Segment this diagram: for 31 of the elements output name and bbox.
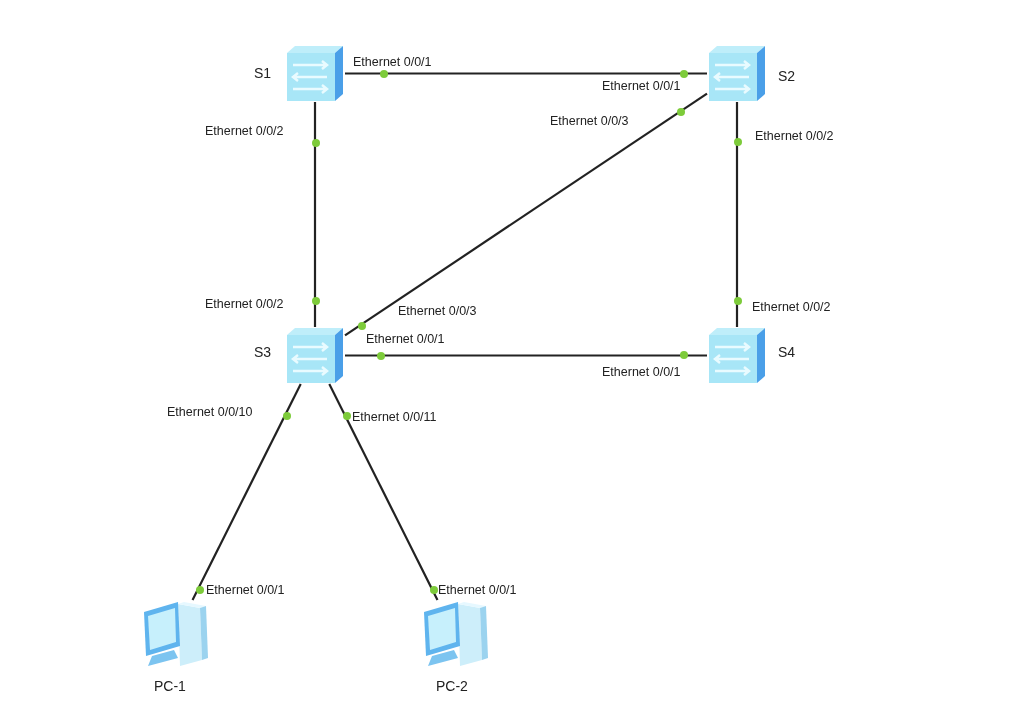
port-label: Ethernet 0/0/2 [205,124,284,138]
device-name: S3 [254,344,272,360]
device-name: S4 [778,344,796,360]
switch-icon [285,45,345,102]
network-link [735,102,739,327]
port-label: Ethernet 0/0/2 [205,297,284,311]
device-name: S1 [254,65,272,81]
switch-icon [285,327,345,384]
device-name: S2 [778,68,796,84]
port-label: Ethernet 0/0/1 [602,79,681,93]
network-link [313,102,317,327]
port-label: Ethernet 0/0/11 [352,410,437,424]
port-label: Ethernet 0/0/1 [206,583,285,597]
port-label: Ethernet 0/0/1 [366,332,445,346]
switch-icon [707,327,767,384]
port-label: Ethernet 0/0/3 [550,114,629,128]
port-label: Ethernet 0/0/2 [755,129,834,143]
network-link [345,354,707,357]
switch-icon [707,45,767,102]
port-label: Ethernet 0/0/1 [602,365,681,379]
port-label: Ethernet 0/0/1 [438,583,517,597]
port-label: Ethernet 0/0/2 [752,300,831,314]
port-label: Ethernet 0/0/1 [353,55,432,69]
port-label: Ethernet 0/0/10 [167,405,253,419]
device-name: PC-1 [154,678,186,694]
network-link [345,72,707,75]
network-link [344,92,708,337]
network-link [328,383,439,601]
network-link [191,383,302,601]
port-label: Ethernet 0/0/3 [398,304,477,318]
device-name: PC-2 [436,678,468,694]
